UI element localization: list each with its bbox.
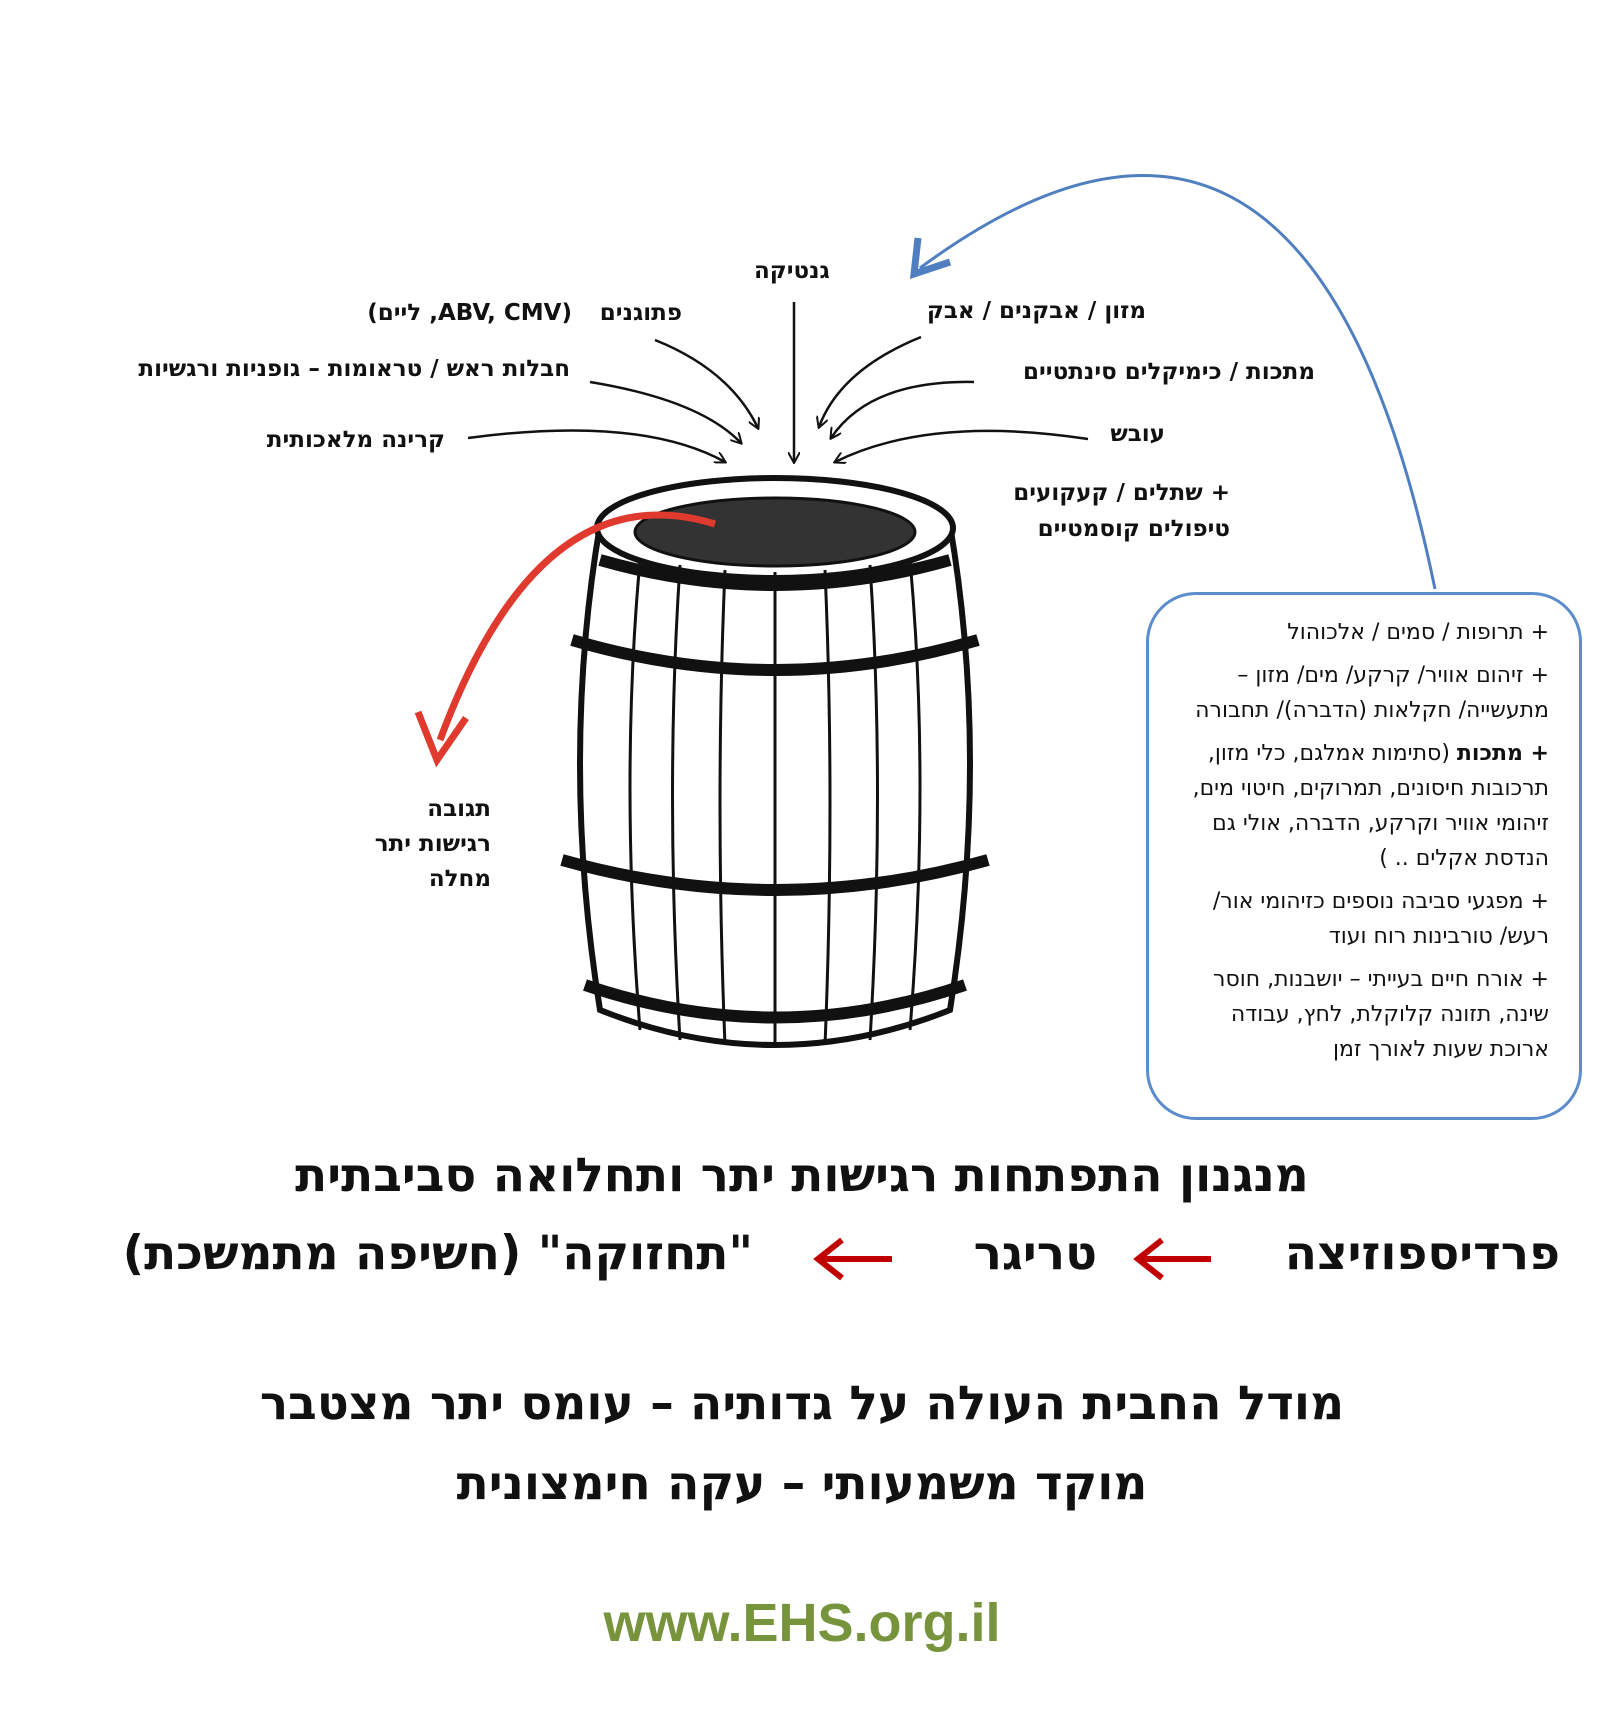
factor-mold: עובש bbox=[1110, 421, 1165, 447]
factor-radiation: קרינה מלאכותית bbox=[266, 427, 445, 453]
factor-pathogens: פתוגנים bbox=[599, 300, 682, 326]
factor-cosmetic: טיפולים קוסמטיים bbox=[1037, 516, 1230, 542]
box-item-metals: + מתכות (סתימות אמלגם, כלי מזון, תרכובות… bbox=[1179, 736, 1549, 876]
reaction-label-1: תגובה bbox=[427, 796, 491, 822]
arrow-pathogens bbox=[654, 338, 758, 428]
barrel-icon bbox=[560, 475, 990, 1048]
factor-food: מזון / אבקנים / אבק bbox=[926, 298, 1146, 324]
flow-predisposition: פרדיספוזיצה bbox=[1284, 1226, 1560, 1281]
box-item-metals-title: + מתכות bbox=[1456, 741, 1549, 766]
arrow-food bbox=[819, 335, 922, 427]
reaction-arrow bbox=[436, 511, 717, 742]
reaction-label-2: רגישות יתר bbox=[374, 831, 491, 857]
box-item-environment: + מפגעי סביבה נוספים כזיהומי אור/ רעש/ ט… bbox=[1212, 889, 1549, 949]
reaction-label-3: מחלה bbox=[428, 866, 491, 892]
arrow-mold bbox=[835, 429, 1089, 462]
factor-genetics: גנטיקה bbox=[754, 258, 830, 284]
model-line-2: מוקד משמעותי – עקה חימצונית bbox=[456, 1456, 1148, 1511]
factor-metals: מתכות / כימיקלים סינתטיים bbox=[1023, 359, 1315, 385]
arrow-metals bbox=[831, 380, 975, 438]
box-item-metals-detail: (סתימות אמלגם, כלי מזון, תרכובות חיסונים… bbox=[1192, 741, 1549, 871]
main-title: מנגנון התפתחות רגישות יתר ותחלואה סביבתי… bbox=[295, 1148, 1309, 1203]
flow-trigger: טריגר bbox=[973, 1226, 1097, 1281]
box-item-drugs: + תרופות / סמים / אלכוהול bbox=[1287, 620, 1549, 645]
additional-factors-box: + תרופות / סמים / אלכוהול + זיהום אוויר/… bbox=[1146, 592, 1582, 1120]
box-item-pollution: + זיהום אוויר/ קרקע/ מים/ מזון – מתעשייה… bbox=[1195, 663, 1549, 723]
factor-head-injury: חבלות ראש / טראומות – גופניות ורגשיות bbox=[138, 356, 570, 382]
flow-arrow-1 bbox=[1133, 1237, 1211, 1281]
box-item-lifestyle: + אורח חיים בעייתי – יושבנות, חוסר שינה,… bbox=[1213, 967, 1549, 1062]
factor-pathogens-detail: (ABV, CMV, ליים) bbox=[367, 300, 572, 326]
flow-arrow-2 bbox=[813, 1237, 892, 1281]
arrow-radiation bbox=[467, 429, 725, 462]
flow-maintenance: "תחזוקה" (חשיפה מתמשכת) bbox=[122, 1226, 753, 1281]
box-link-arrow bbox=[919, 174, 1437, 590]
website-link[interactable]: www.EHS.org.il bbox=[603, 1593, 1001, 1653]
model-line-1: מודל החבית העולה על גדותיה – עומס יתר מצ… bbox=[259, 1376, 1345, 1431]
factor-implants: + שתלים / קעקועים bbox=[1013, 480, 1230, 506]
arrow-head-injury bbox=[589, 380, 741, 443]
